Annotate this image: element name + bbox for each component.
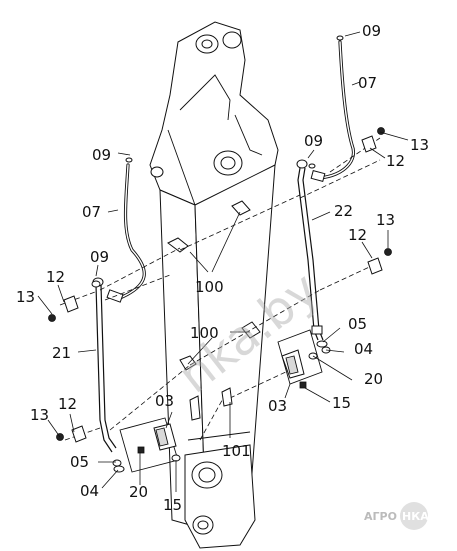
clip-assembly-left: [112, 395, 201, 473]
pipe-22: [296, 159, 324, 341]
label-13: 13: [30, 406, 49, 424]
label-12: 12: [58, 395, 77, 413]
label-12: 12: [46, 268, 65, 286]
label-13: 13: [376, 211, 395, 229]
label-07: 07: [358, 74, 377, 92]
part-labels: 09 07 13 12 09 09 07 22 13 12 09 12 13 1…: [16, 22, 429, 514]
label-12: 12: [386, 152, 405, 170]
label-03: 03: [268, 397, 287, 415]
label-12: 12: [348, 226, 367, 244]
hose-07-right: [310, 35, 355, 183]
boom-body: [149, 21, 279, 549]
label-20: 20: [129, 483, 148, 501]
label-22: 22: [334, 202, 353, 220]
label-100: 100: [195, 278, 224, 296]
brand-left: АГРО: [364, 510, 397, 523]
label-20: 20: [364, 370, 383, 388]
label-04: 04: [80, 482, 99, 500]
label-21: 21: [52, 344, 71, 362]
label-13: 13: [410, 136, 429, 154]
label-09: 09: [90, 248, 109, 266]
label-03: 03: [155, 392, 174, 410]
leader-lines: [37, 31, 409, 492]
label-15: 15: [163, 496, 182, 514]
bolts-and-brackets: [48, 127, 392, 443]
label-07: 07: [82, 203, 101, 221]
brand-right: НКА: [402, 510, 429, 523]
label-05: 05: [70, 453, 89, 471]
label-05: 05: [348, 315, 367, 333]
label-101: 101: [222, 442, 251, 460]
clip-assembly-right: [221, 329, 331, 407]
label-04: 04: [354, 340, 373, 358]
label-09: 09: [92, 146, 111, 164]
label-09: 09: [304, 132, 323, 150]
pipe-21: [92, 277, 117, 453]
label-13: 13: [16, 288, 35, 306]
label-15: 15: [332, 394, 351, 412]
label-100: 100: [190, 324, 219, 342]
hose-07-left: [106, 157, 146, 303]
brand-logo: АГРО НКА: [364, 502, 429, 530]
label-09: 09: [362, 22, 381, 40]
